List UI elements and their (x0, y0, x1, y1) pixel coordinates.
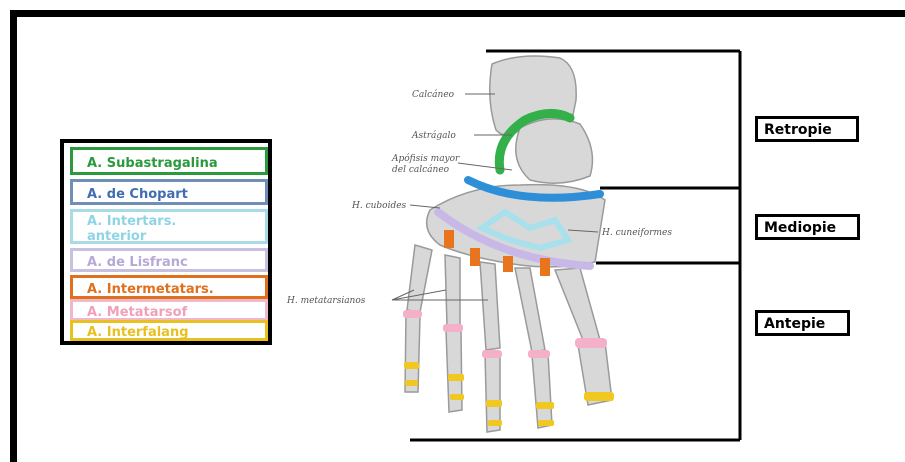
legend-item-intermetatarsal: A. Intermetatars. (70, 275, 268, 299)
legend-item-metatarsophalangeal: A. Metatarsof (70, 299, 268, 321)
metatarsal-3 (480, 262, 500, 350)
legend-label: A. Interfalang (87, 325, 189, 340)
legend-label: A. Metatarsof (87, 305, 187, 320)
metatarsal-5 (407, 245, 432, 312)
metatarsal-4 (445, 255, 460, 326)
legend-item-interphalangeal: A. Interfalang (70, 320, 268, 341)
talus-bone (516, 119, 593, 183)
legend-label: A. Intertars. anterior (87, 214, 217, 244)
metatarsal-1 (555, 268, 600, 345)
legend-item-intertarsal: A. Intertars. anterior (70, 209, 268, 244)
foot-bones (405, 56, 612, 432)
region-label-retropie: Retropie (755, 116, 859, 142)
cuneiform-annotation: H. cuneiformes (601, 228, 672, 238)
legend-label: A. Subastragalina (87, 156, 218, 171)
calcaneus-annotation: Calcáneo (412, 89, 455, 100)
phalanx-2 (532, 353, 552, 428)
apophysis-annotation-line2: del calcáneo (392, 164, 450, 175)
legend-label: A. de Chopart (87, 187, 188, 202)
legend-item-chopart: A. de Chopart (70, 179, 268, 205)
legend-label: A. Intermetatars. (87, 282, 214, 297)
region-label-mediopie: Mediopie (755, 214, 860, 240)
talus-annotation: Astrágalo (411, 130, 456, 141)
legend-label: A. de Lisfranc (87, 255, 188, 270)
metatarsal-2 (515, 268, 545, 352)
apophysis-annotation-line1: Apófisis mayor (391, 153, 460, 164)
joint-legend: A. Subastragalina A. de Chopart A. Inter… (60, 139, 272, 345)
legend-item-subastragalina: A. Subastragalina (70, 147, 268, 175)
legend-item-lisfranc: A. de Lisfranc (70, 248, 268, 272)
region-label-antepie: Antepie (755, 310, 850, 336)
metatarsal-annotation: H. metatarsianos (286, 296, 366, 306)
cuboid-annotation: H. cuboides (351, 201, 407, 211)
